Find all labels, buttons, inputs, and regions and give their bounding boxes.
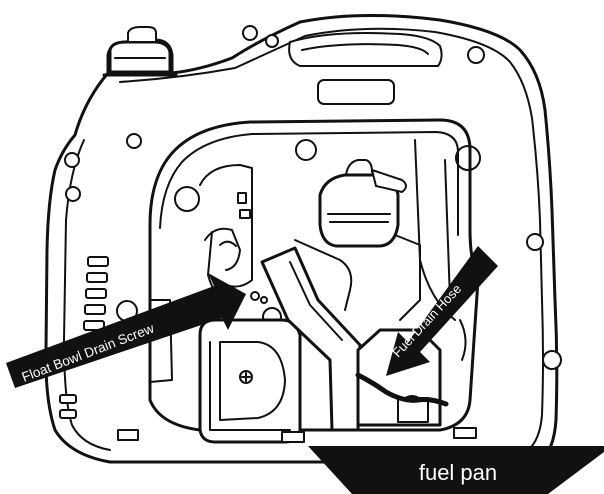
- mounting-holes: [64, 25, 562, 370]
- fuel-pan-shape: [308, 446, 604, 494]
- air-cleaner: [294, 159, 421, 321]
- fuel-drain-hose: [355, 372, 449, 407]
- fuel-cap: [102, 26, 178, 77]
- carburetor-linkage: [149, 164, 268, 383]
- float-bowl-housing: [198, 318, 302, 444]
- bottom-feet: [117, 427, 477, 443]
- fuel-pan-banner: fuel pan: [308, 446, 604, 494]
- fuel-drain-hose-callout-arrow: [386, 246, 498, 376]
- side-vents: [59, 256, 109, 419]
- top-handle: [288, 32, 443, 105]
- center-strut: [260, 246, 362, 432]
- float-bowl-callout-arrow: [6, 273, 246, 388]
- fuel-pan-label: fuel pan: [419, 460, 497, 485]
